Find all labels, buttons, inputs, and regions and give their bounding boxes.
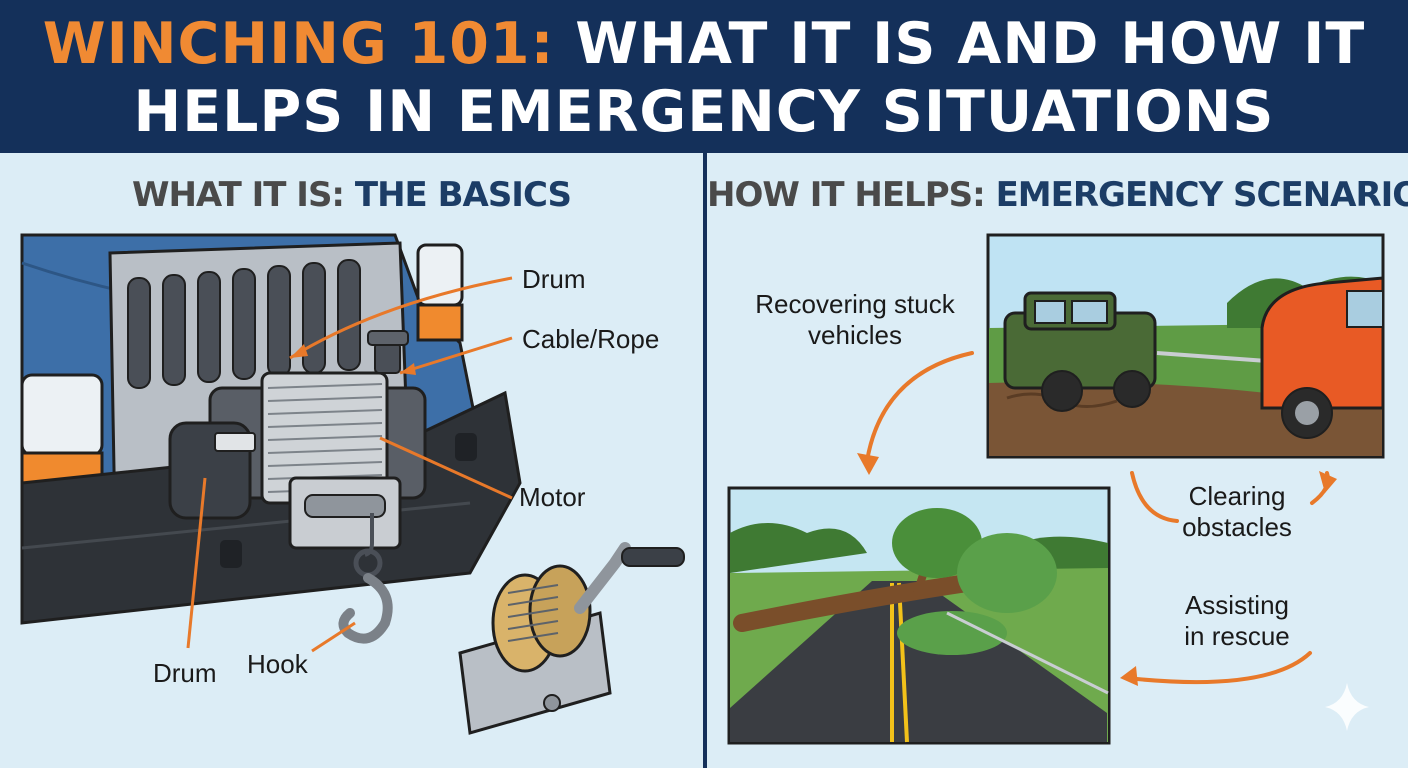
title-accent: WINCHING 101:: [42, 11, 555, 77]
header-banner: WINCHING 101: WHAT IT IS AND HOW IT HELP…: [0, 0, 1408, 153]
callout-lines: [186, 276, 513, 653]
scenarios-panel: HOW IT HELPS: EMERGENCY SCENARIOS: [707, 153, 1408, 768]
scenarios-heading: HOW IT HELPS: EMERGENCY SCENARIOS: [707, 175, 1408, 215]
stuck-vehicle-scene-icon: [986, 233, 1385, 459]
scenarios-heading-main: EMERGENCY SCENARIOS: [995, 175, 1408, 215]
title-rest: WHAT IT IS AND HOW IT: [575, 11, 1366, 77]
hand-winch-icon: [458, 542, 685, 735]
sparkle-icon: [1325, 683, 1369, 731]
winch-illustration: [20, 233, 685, 735]
basics-heading: WHAT IT IS: THE BASICS: [0, 175, 703, 215]
drum-label-bottom: Drum: [153, 658, 217, 688]
motor-label: Motor: [519, 482, 586, 512]
assisting-label-line-1: Assisting: [1184, 590, 1290, 620]
clearing-label-line-1: Clearing: [1188, 481, 1286, 511]
callout-arrowheads: [290, 344, 416, 375]
scenarios-illustration: [727, 233, 1385, 745]
panel-divider: [703, 153, 707, 768]
assisting-label-line-2: in rescue: [1184, 621, 1290, 651]
scenarios-heading-prefix: HOW IT HELPS:: [707, 175, 986, 215]
title-line-1: WINCHING 101: WHAT IT IS AND HOW IT: [0, 9, 1408, 79]
clearing-label-line-2: obstacles: [1182, 512, 1292, 542]
arrowheads: [857, 453, 1337, 686]
hook-label: Hook: [247, 649, 308, 679]
basics-heading-prefix: WHAT IT IS:: [131, 175, 345, 215]
basics-panel: WHAT IT IS: THE BASICS: [0, 153, 703, 768]
winch-icon: [168, 330, 427, 644]
cable-rope-label: Cable/Rope: [522, 324, 660, 354]
drum-label-top: Drum: [522, 264, 586, 294]
title-line-2: HELPS IN EMERGENCY SITUATIONS: [133, 79, 1275, 145]
recovering-label-line-2: vehicles: [808, 320, 902, 350]
fallen-tree-scene-icon: [727, 486, 1111, 745]
basics-heading-main: THE BASICS: [354, 175, 572, 215]
recovering-label-line-1: Recovering stuck: [755, 289, 955, 319]
